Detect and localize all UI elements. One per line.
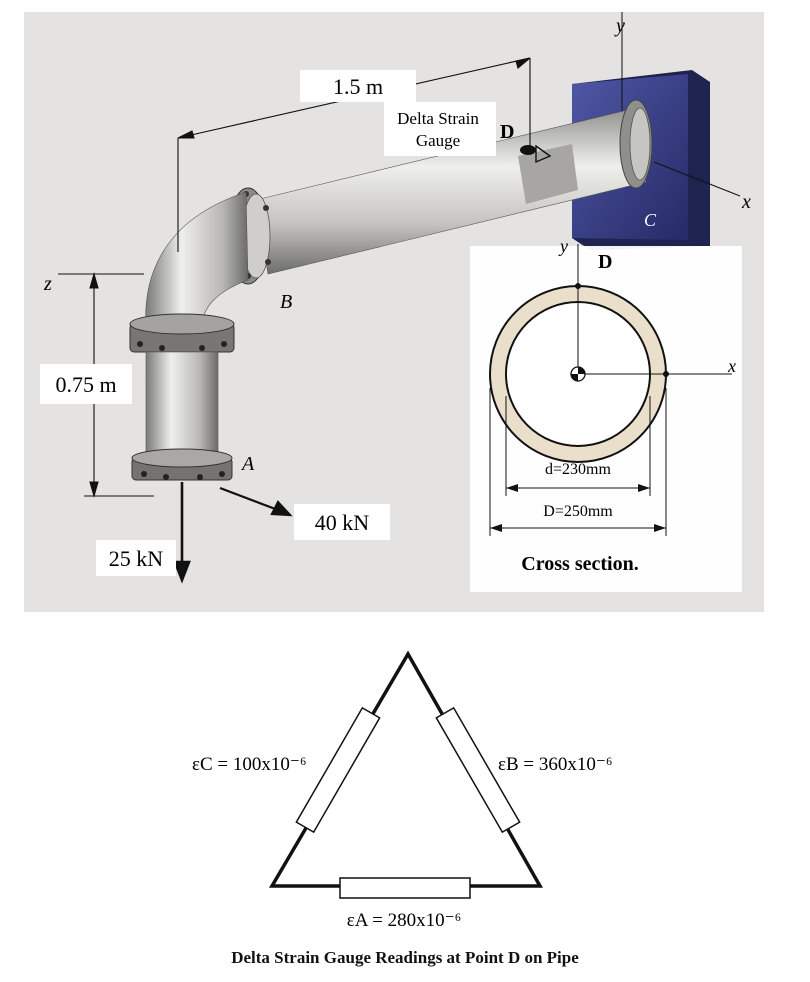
cross-section: D y x d=230mm D=250mm Cross section.	[470, 236, 742, 592]
eps-a-label: εA = 280x10⁻⁶	[347, 910, 462, 931]
force-25kn-label: 25 kN	[109, 546, 164, 571]
height-dimension	[84, 271, 154, 499]
height-label: 0.75 m	[55, 372, 116, 397]
x-axis-line	[653, 161, 741, 197]
gauge-b-element	[435, 706, 521, 834]
gauge-label-line2: Gauge	[416, 131, 460, 150]
pipe-elbow	[145, 191, 249, 333]
flange-middle	[129, 313, 235, 353]
pipe-figure: 1.5 m 0.75 m 40 kN 25 kN Delta Strain Ga…	[24, 12, 764, 612]
z-axis-label: z	[43, 273, 52, 295]
length-label: 1.5 m	[333, 74, 383, 99]
section-point-d: D	[598, 251, 612, 273]
outer-diameter-label: D=250mm	[543, 503, 613, 520]
point-c-label: C	[644, 210, 657, 230]
strain-gauge-diagram: εC = 100x10⁻⁶ εB = 360x10⁻⁶ εA = 280x10⁻…	[192, 650, 613, 931]
cross-section-caption: Cross section.	[521, 553, 638, 575]
inner-diameter-label: d=230mm	[545, 461, 611, 478]
point-b-label: B	[280, 291, 292, 313]
flange-a	[131, 448, 233, 481]
point-d-label: D	[500, 121, 514, 143]
gauge-label-line1: Delta Strain	[397, 109, 479, 128]
gauge-diagram-caption: Delta Strain Gauge Readings at Point D o…	[231, 948, 579, 967]
gauge-a-element	[339, 877, 471, 899]
point-a-label: A	[240, 453, 255, 475]
y-axis-label: y	[614, 15, 625, 37]
gauge-marker	[520, 145, 536, 155]
force-40kn-label: 40 kN	[315, 510, 370, 535]
gauge-c-element	[295, 706, 381, 834]
x-axis-label: x	[741, 191, 751, 213]
vertical-pipe	[145, 351, 219, 465]
force-40kn-arrow	[219, 486, 293, 517]
force-25kn-arrow	[173, 482, 191, 584]
section-y-label: y	[558, 236, 568, 256]
eps-b-label: εB = 360x10⁻⁶	[498, 754, 613, 775]
eps-c-label: εC = 100x10⁻⁶	[192, 754, 307, 775]
strain-gauge-patch	[518, 144, 578, 204]
flange-c	[619, 99, 653, 189]
section-x-label: x	[727, 356, 736, 376]
